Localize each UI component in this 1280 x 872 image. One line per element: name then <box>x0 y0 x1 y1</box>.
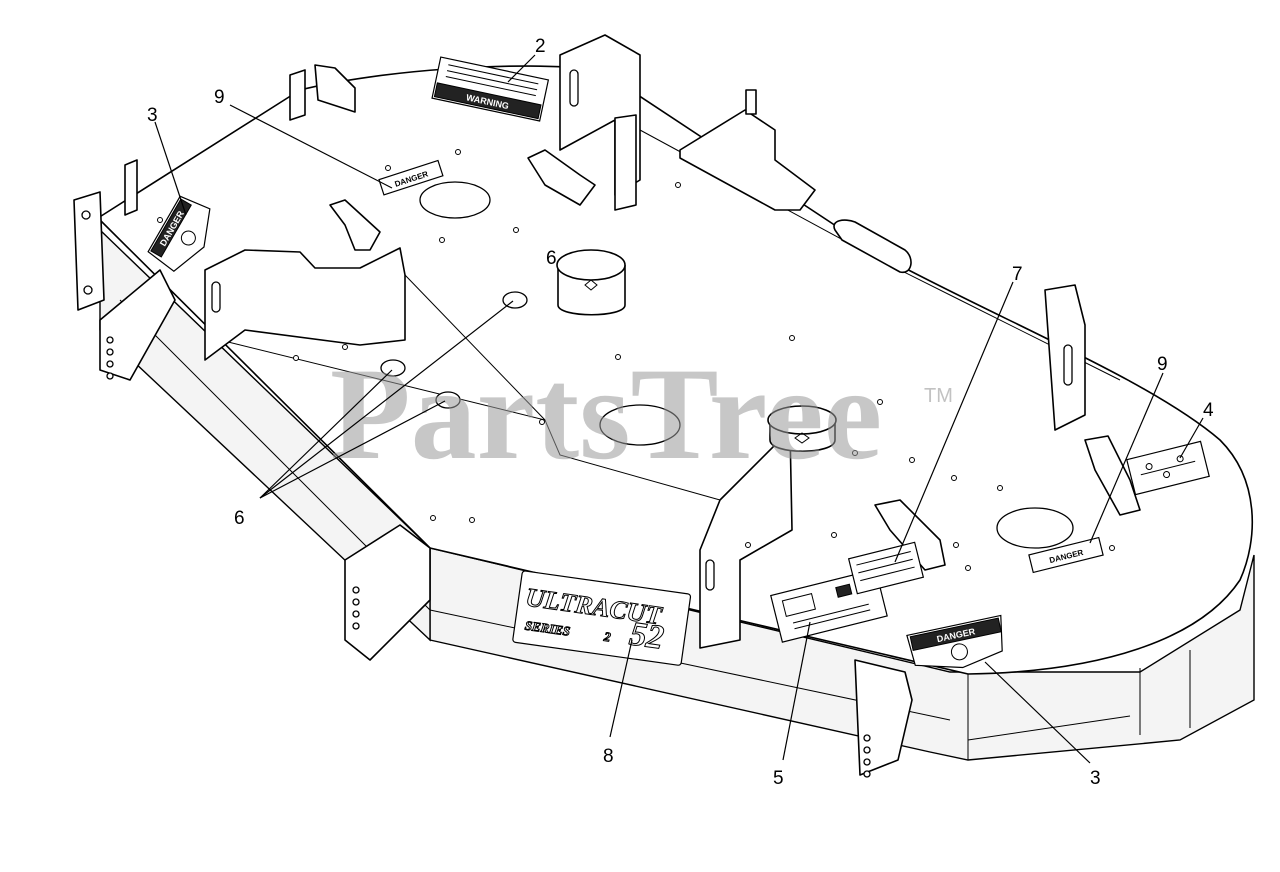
callout-2: 2 <box>535 36 546 57</box>
rear-right-bracket <box>679 109 816 211</box>
callout-9-rear: 9 <box>214 87 225 108</box>
decal-height-adjust <box>1126 440 1210 496</box>
decal-belt-routing <box>847 541 925 595</box>
rear-center-post <box>614 114 637 211</box>
rear-left-post <box>289 69 306 121</box>
watermark-tm: TM <box>924 385 953 407</box>
leader-lines <box>154 54 1204 764</box>
spindle-pulley-front <box>767 405 837 453</box>
watermark-text: PartsTree <box>330 340 882 487</box>
left-baffle <box>204 247 406 361</box>
front-center-hitch-bracket <box>854 659 913 776</box>
callout-4: 4 <box>1203 400 1214 421</box>
left-end-plate <box>73 191 105 311</box>
decal-logo-size: 52 <box>627 615 666 656</box>
callout-labels: 2 3 3 4 5 6 6 7 8 9 9 <box>147 36 1214 789</box>
front-left-hitch-bracket <box>344 524 431 661</box>
callout-9-front: 9 <box>1157 354 1168 375</box>
idler-arm-rear <box>527 149 596 206</box>
callout-3-left: 3 <box>147 105 158 126</box>
decal-danger-front: DANGER <box>906 614 1003 669</box>
left-post <box>124 159 138 216</box>
spindle-holes <box>157 149 1115 571</box>
rear-bracket <box>314 64 356 113</box>
decal-danger-left: DANGER <box>147 195 211 272</box>
spindle-pulley-center <box>556 249 626 316</box>
deck-top-plate <box>97 65 1253 675</box>
callout-6-center: 6 <box>546 248 557 269</box>
idler-arm-left <box>329 199 381 251</box>
callout-6-left: 6 <box>234 508 245 529</box>
handle <box>833 219 912 274</box>
decal-ultracut-logo: ULTRACUT SERIES 2 52 <box>512 570 692 666</box>
callout-3-front: 3 <box>1090 768 1101 789</box>
callout-7: 7 <box>1012 264 1023 285</box>
decal-logo-series-num: 2 <box>602 629 612 645</box>
callout-5: 5 <box>773 768 784 789</box>
deck-ridge-line-2 <box>404 274 546 421</box>
left-hitch-bracket <box>99 269 176 381</box>
idler-arm-front <box>874 499 946 571</box>
idler-arm-right <box>1084 435 1141 516</box>
deck-brackets <box>73 34 1141 778</box>
decal-danger-small-rear: DANGER <box>378 159 444 196</box>
callout-8: 8 <box>603 746 614 767</box>
decal-logo-series: SERIES <box>524 618 571 639</box>
decal-warning: WARNING <box>431 56 550 122</box>
decal-danger-small-front: DANGER <box>1028 536 1104 574</box>
